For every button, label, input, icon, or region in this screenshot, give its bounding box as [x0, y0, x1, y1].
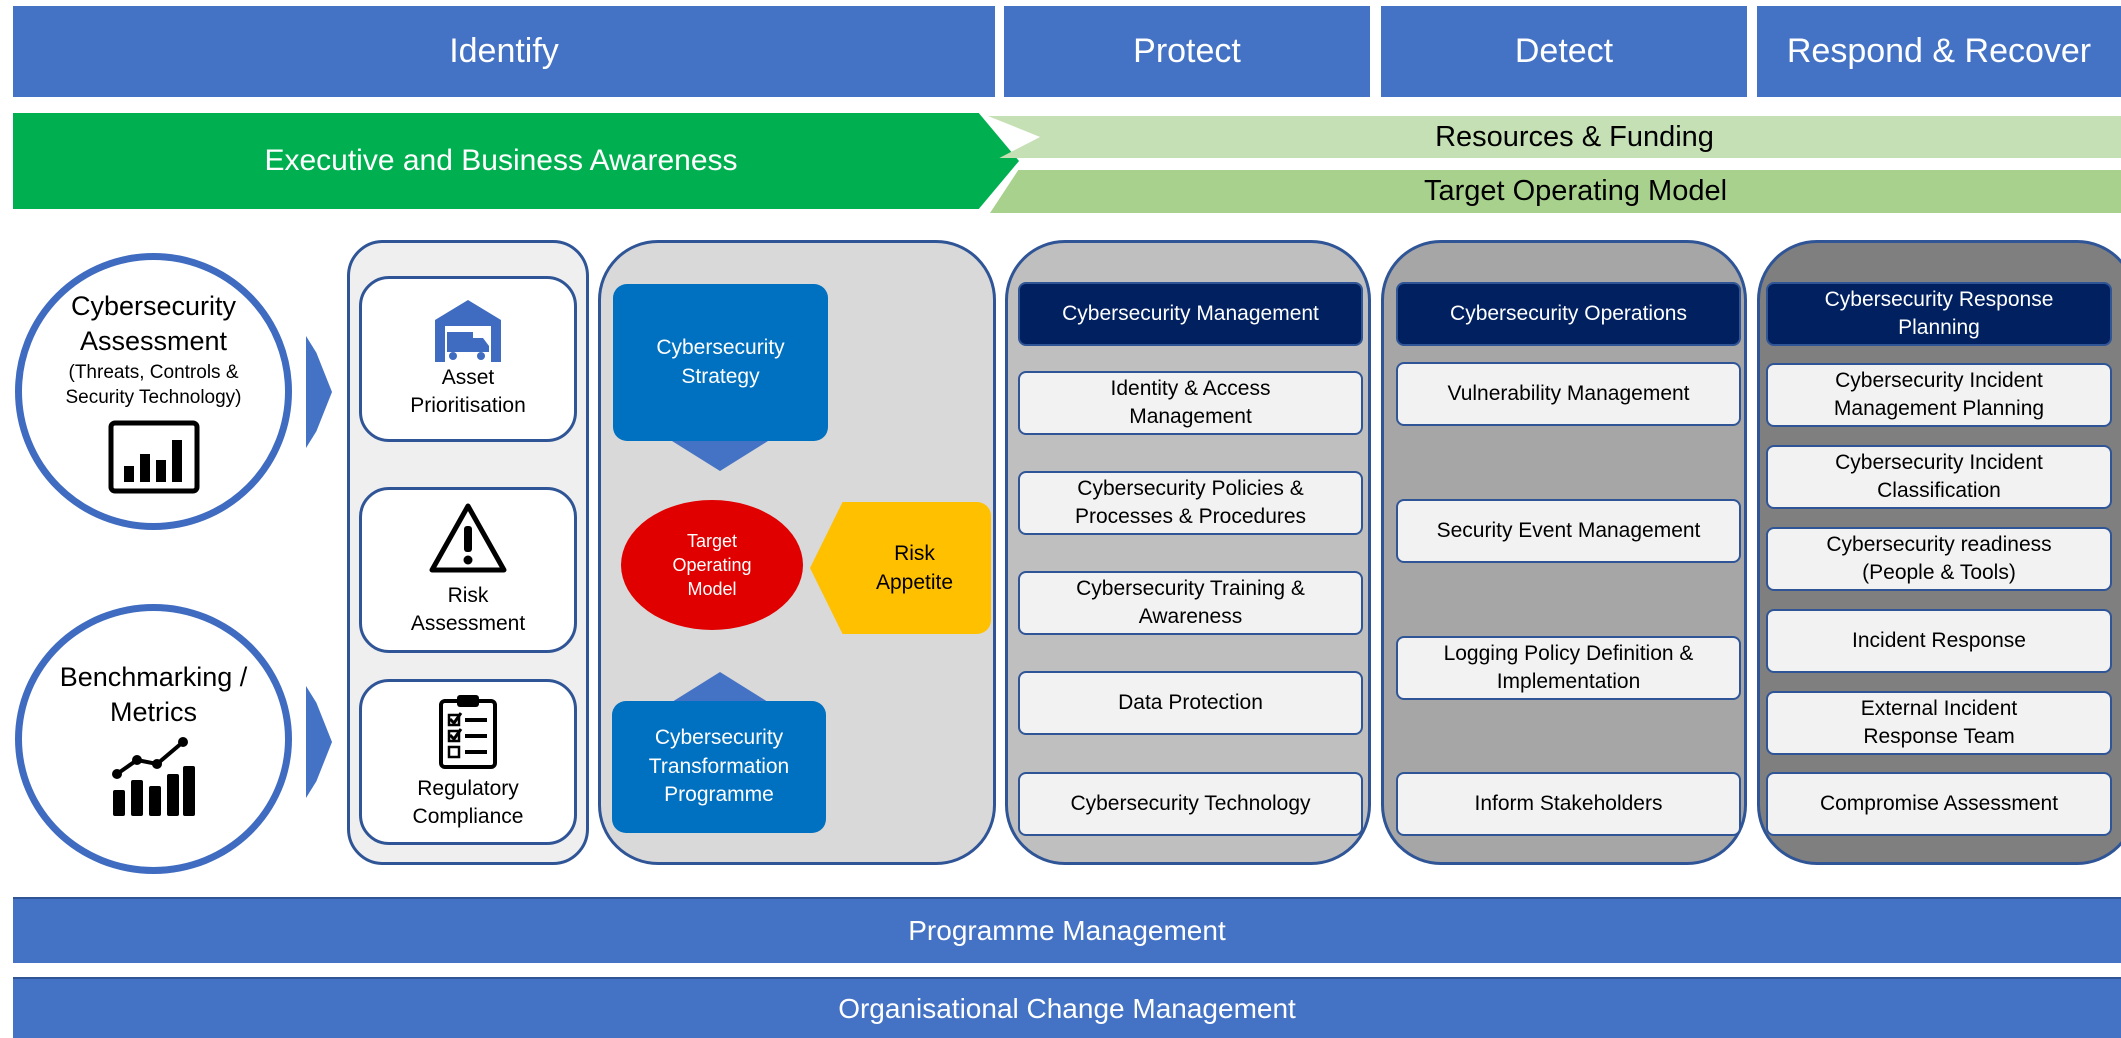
respond-item: Cybersecurity readiness (People & Tools) [1766, 527, 2112, 591]
benchmark-arrow [306, 686, 332, 798]
protect-item: Identity & Access Management [1018, 371, 1363, 435]
cybersecurity-operations-title: Cybersecurity Operations [1396, 282, 1741, 346]
response-planning-title: Cybersecurity Response Planning [1766, 282, 2112, 346]
detect-item: Vulnerability Management [1396, 362, 1741, 426]
target-operating-model-banner: Target Operating Model [990, 170, 2121, 213]
header-protect: Protect [1004, 6, 1370, 97]
respond-item: Compromise Assessment [1766, 772, 2112, 836]
respond-item: Incident Response [1766, 609, 2112, 673]
regulatory-compliance-label: Regulatory Compliance [412, 776, 524, 828]
warning-icon [429, 503, 507, 573]
clipboard-checklist-icon [439, 694, 497, 769]
asset-prioritisation-label: Asset Prioritisation [410, 365, 526, 417]
detect-item: Security Event Management [1396, 499, 1741, 563]
asset-prioritisation-card: Asset Prioritisation [359, 276, 577, 442]
cybersecurity-strategy-box: Cybersecurity Strategy [613, 284, 828, 441]
change-management-bar: Organisational Change Management [13, 977, 2121, 1038]
programme-management-bar: Programme Management [13, 897, 2121, 963]
respond-item: Cybersecurity Incident Classification [1766, 445, 2112, 509]
risk-appetite-box: Risk Appetite [810, 502, 991, 634]
benchmark-title: Benchmarking / Metrics [59, 661, 248, 727]
protect-item: Cybersecurity Training & Awareness [1018, 571, 1363, 635]
header-detect: Detect [1381, 6, 1747, 97]
protect-item: Cybersecurity Technology [1018, 772, 1363, 836]
assessment-title: Cybersecurity Assessment [70, 290, 237, 356]
cybersecurity-assessment-circle: Cybersecurity Assessment (Threats, Contr… [15, 253, 292, 530]
respond-item: External Incident Response Team [1766, 691, 2112, 755]
benchmarking-circle: Benchmarking / Metrics [15, 604, 292, 874]
protect-item: Cybersecurity Policies & Processes & Pro… [1018, 471, 1363, 535]
regulatory-compliance-card: Regulatory Compliance [359, 679, 577, 845]
target-operating-model-ellipse: Target Operating Model [621, 500, 803, 630]
risk-assessment-card: Risk Assessment [359, 487, 577, 653]
detect-item: Inform Stakeholders [1396, 772, 1741, 836]
resources-funding-banner: Resources & Funding [988, 116, 2121, 158]
warehouse-truck-icon [435, 299, 501, 362]
transformation-programme-box: Cybersecurity Transformation Programme [612, 701, 826, 833]
respond-item: Cybersecurity Incident Management Planni… [1766, 363, 2112, 427]
protect-item: Data Protection [1018, 671, 1363, 735]
trend-chart-icon [111, 737, 195, 817]
header-respond-recover: Respond & Recover [1757, 6, 2121, 97]
detect-item: Logging Policy Definition & Implementati… [1396, 636, 1741, 700]
executive-awareness-banner: Executive and Business Awareness [13, 113, 1019, 209]
assessment-subtitle: (Threats, Controls & Security Technology… [65, 361, 242, 408]
assessment-arrow [306, 336, 332, 448]
cybersecurity-management-title: Cybersecurity Management [1018, 282, 1363, 346]
header-identify: Identify [13, 6, 995, 97]
risk-assessment-label: Risk Assessment [410, 583, 526, 635]
bar-chart-icon [108, 420, 199, 494]
